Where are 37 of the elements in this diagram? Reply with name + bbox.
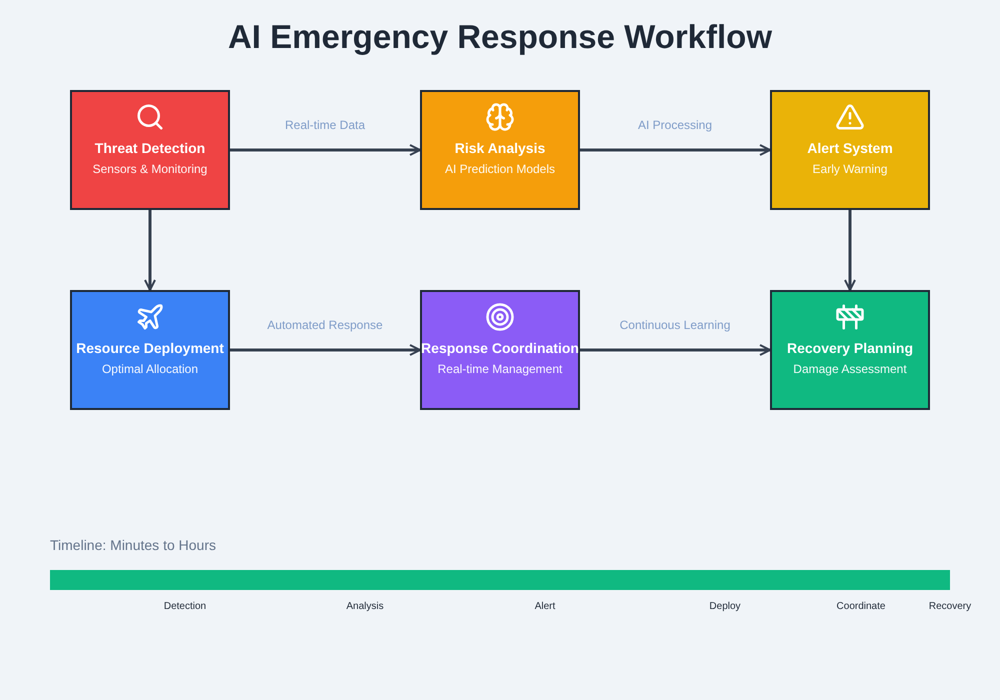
arrow (580, 144, 771, 156)
box-heading: Alert System (807, 140, 893, 156)
timeline-tick-label: Alert (534, 601, 556, 612)
timeline-tick-label: Recovery (928, 601, 972, 612)
timeline-bar (50, 570, 950, 590)
box-subtitle: AI Prediction Models (444, 162, 556, 176)
arrow (230, 344, 421, 356)
process-box (70, 90, 230, 210)
box-subtitle: Real-time Management (438, 362, 562, 376)
box-heading: Recovery Planning (786, 340, 914, 356)
box-subtitle: Damage Assessment (793, 362, 907, 376)
timeline-tick-label: Analysis (346, 601, 384, 612)
process-box (70, 290, 230, 410)
box-heading: Resource Deployment (76, 340, 224, 356)
timeline-tick-label: Deploy (709, 601, 741, 612)
edge-label: Continuous Learning (620, 318, 730, 332)
process-box (420, 290, 580, 410)
process-box (770, 290, 930, 410)
edge-label: Automated Response (267, 318, 383, 332)
process-box (770, 90, 930, 210)
box-subtitle: Optimal Allocation (102, 362, 198, 376)
timeline-tick-label: Detection (164, 601, 206, 612)
arrow (230, 144, 421, 156)
box-subtitle: Sensors & Monitoring (92, 162, 208, 176)
box-subtitle: Early Warning (812, 162, 888, 176)
arrow (144, 210, 156, 291)
box-heading: Threat Detection (94, 140, 206, 156)
timeline-tick-label: Coordinate (836, 601, 886, 612)
title: AI Emergency Response Workflow (228, 18, 772, 56)
box-heading: Response Coordination (421, 340, 579, 356)
arrow (580, 344, 771, 356)
timeline-caption: Timeline: Minutes to Hours (50, 537, 216, 553)
process-box (420, 90, 580, 210)
arrow (844, 210, 856, 291)
edge-label: AI Processing (638, 118, 712, 132)
box-heading: Risk Analysis (454, 140, 546, 156)
edge-label: Real-time Data (284, 118, 366, 132)
